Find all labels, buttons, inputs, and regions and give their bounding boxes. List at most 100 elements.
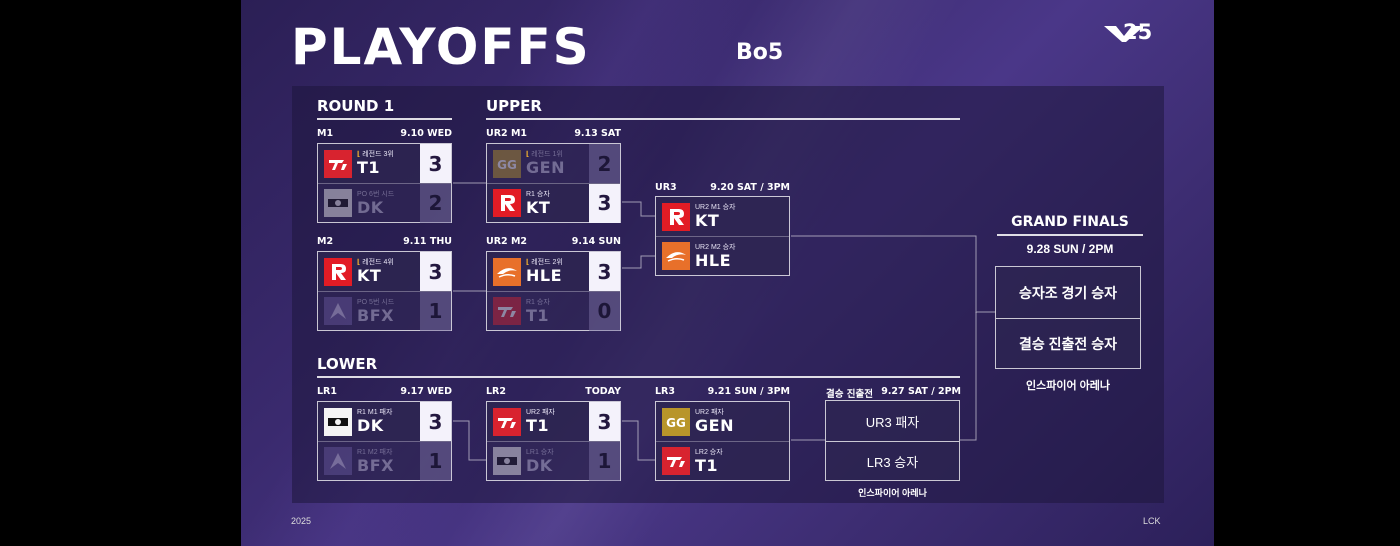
- svg-text:GG: GG: [666, 416, 686, 430]
- team-score: 3: [589, 183, 620, 223]
- team-score: 1: [420, 291, 451, 331]
- team-name: KT: [695, 211, 720, 230]
- team-name: KT: [357, 266, 382, 285]
- t1-logo: [324, 149, 352, 178]
- team-name: DK: [357, 197, 384, 217]
- t1-logo: [662, 447, 690, 475]
- grand-finals-label: GRAND FINALS: [1011, 214, 1129, 230]
- team-score: 0: [589, 291, 620, 331]
- legend-group-icon: ⌊: [526, 259, 530, 266]
- footer-league: LCK: [1143, 516, 1161, 526]
- team-score: 3: [589, 252, 620, 291]
- team-name: T1: [695, 455, 719, 475]
- legend-group-icon: ⌊: [357, 259, 361, 266]
- team-seed: R1 M1 패자: [357, 409, 393, 416]
- team-score: 2: [420, 183, 451, 223]
- page-title: PLAYOFFS: [291, 18, 591, 76]
- team-seed: PO 6번 시드: [357, 190, 395, 198]
- team-score: 3: [420, 402, 451, 441]
- grand-finals-rule: [997, 234, 1143, 236]
- lower-final-venue: 인스파이어 아레나: [858, 488, 927, 498]
- lower-label: LOWER: [317, 355, 378, 373]
- grand-finals-date: 9.28 SUN / 2PM: [1026, 242, 1114, 256]
- team-seed: R1 M2 패자: [357, 448, 393, 456]
- team-name: T1: [357, 158, 381, 177]
- grand-finals-box: 승자조 경기 승자 결승 진출전 승자: [995, 266, 1141, 369]
- hle-logo: [662, 242, 690, 270]
- team-seed: ⌊레전드 4위: [357, 259, 394, 266]
- team-name: T1: [526, 416, 550, 435]
- gen-logo: GG: [493, 149, 521, 178]
- team-score: 3: [420, 144, 451, 183]
- team-seed: UR2 M1 승자: [695, 204, 736, 211]
- team-name: DK: [357, 416, 384, 435]
- team-seed: LR1 승자: [526, 448, 554, 456]
- grand-finals-slot-2: 결승 진출전 승자: [996, 318, 1140, 369]
- team-name: KT: [526, 197, 551, 217]
- team-seed: ⌊레전드 3위: [357, 151, 394, 158]
- upper-rule: [486, 118, 960, 120]
- team-name: GEN: [695, 416, 734, 435]
- team-name: BFX: [357, 455, 394, 475]
- team-name: GEN: [526, 158, 565, 177]
- lower-final-slot-2: LR3 승자: [826, 441, 959, 481]
- dk-logo: [493, 447, 521, 475]
- footer-year: 2025: [291, 516, 312, 526]
- round1-rule: [317, 118, 452, 120]
- kt-logo: [662, 202, 690, 231]
- t1-logo: [493, 407, 521, 436]
- hle-logo: [493, 257, 521, 286]
- upper-label: UPPER: [486, 97, 542, 115]
- gen-logo: GG: [662, 407, 690, 436]
- lck-wing-logo: [1104, 26, 1144, 42]
- round1-label: ROUND 1: [317, 97, 395, 115]
- team-score: 2: [589, 144, 620, 183]
- lower-final-slot-1: UR3 패자: [865, 414, 920, 430]
- legend-group-icon: ⌊: [526, 151, 530, 158]
- grand-finals-slot-1: 승자조 경기 승자: [1019, 284, 1117, 301]
- team-seed: UR2 패자: [695, 409, 724, 416]
- team-score: 3: [589, 402, 620, 441]
- team-seed: R1 승자: [526, 298, 550, 306]
- season-number: 25: [1123, 20, 1153, 44]
- kt-logo: [493, 189, 521, 217]
- lower-rule: [317, 376, 960, 378]
- team-seed: ⌊레전드 1위: [526, 151, 563, 158]
- format-label: Bo5: [736, 40, 784, 65]
